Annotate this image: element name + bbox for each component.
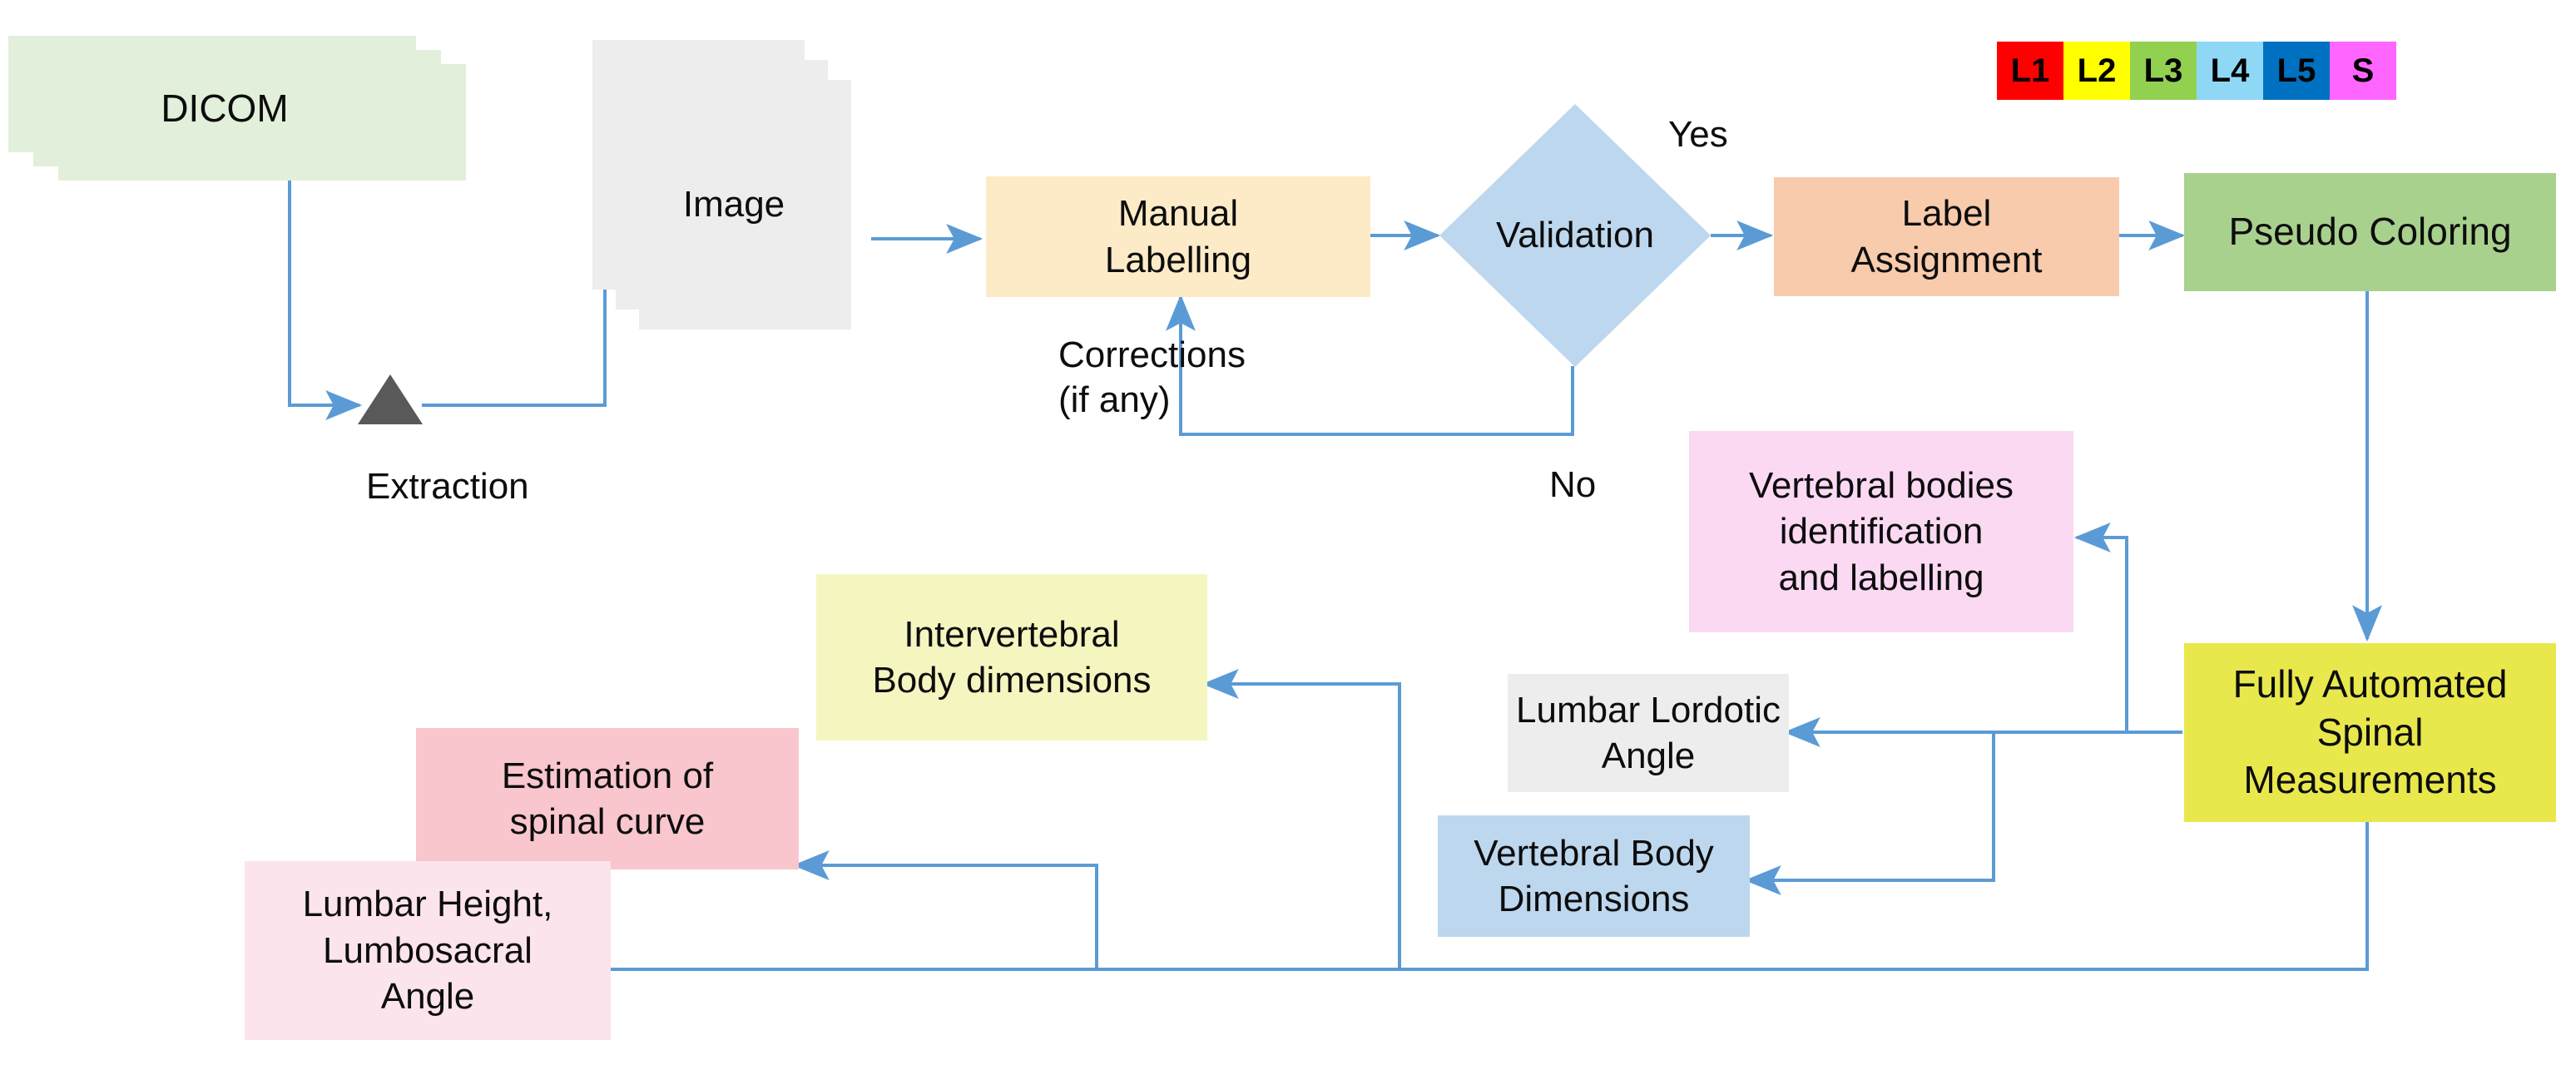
edge-rail-to-intervertebral-body-dimensions — [1201, 669, 1401, 969]
vertebral-bodies-label: Vertebral bodies identification and labe… — [1749, 464, 2014, 598]
legend-label-l2: L2 — [2077, 52, 2117, 89]
edge-label-yes: Yes — [1668, 114, 1728, 155]
manual-labelling-label: Manual Labelling — [1104, 193, 1252, 280]
lumbar-height-lumbosacral-angle-node[interactable]: Lumbar Height, Lumbosacral Angle — [245, 861, 611, 1040]
spinal-measurements-label: Fully Automated Spinal Measurements — [2232, 661, 2508, 802]
dicom-label: DICOM — [161, 86, 289, 130]
intervertebral-body-dimensions-node[interactable]: Intervertebral Body dimensions — [816, 574, 1207, 741]
estimation-spinal-curve-label: Estimation of spinal curve — [501, 755, 714, 842]
legend-label-l1: L1 — [2010, 52, 2050, 89]
estimation-spinal-curve-node[interactable]: Estimation of spinal curve — [416, 728, 799, 869]
image-label: Image — [682, 184, 785, 225]
vertebra-color-legend: L1 L2 L3 L4 L5 S — [1997, 42, 2396, 100]
dicom-sheet-front — [8, 36, 416, 152]
legend-cell-l2[interactable]: L2 — [2063, 42, 2130, 100]
legend-label-l5: L5 — [2276, 52, 2316, 89]
lumbar-lordotic-angle-label: Lumbar Lordotic Angle — [1516, 689, 1781, 776]
validation-label: Validation — [1496, 215, 1654, 256]
vertebral-body-dimensions-label: Vertebral Body Dimensions — [1474, 832, 1714, 919]
validation-diamond-shape — [1439, 104, 1711, 367]
edge-rail-to-estimation-spinal-curve — [792, 850, 1098, 969]
extraction-triangle-icon — [358, 374, 423, 424]
edge-label-no: No — [1549, 464, 1597, 505]
extraction-node[interactable] — [358, 374, 424, 426]
legend-cell-l3[interactable]: L3 — [2130, 42, 2197, 100]
edge-validation-no-to-manual-labelling — [1166, 294, 1574, 436]
dicom-node[interactable]: DICOM — [8, 36, 478, 181]
lumbar-lordotic-angle-node[interactable]: Lumbar Lordotic Angle — [1508, 674, 1789, 792]
legend-cell-l5[interactable]: L5 — [2263, 42, 2330, 100]
pseudo-coloring-label: Pseudo Coloring — [2228, 210, 2512, 254]
edge-dicom-to-extraction — [288, 180, 363, 420]
label-assignment-label: Label Assignment — [1850, 193, 2043, 280]
legend-label-l3: L3 — [2143, 52, 2183, 89]
edge-spinal-measurements-to-lumbar-height — [311, 822, 2369, 984]
edge-spinal-measurements-to-vertebral-bodies — [2073, 523, 2182, 734]
spinal-measurements-node[interactable]: Fully Automated Spinal Measurements — [2184, 643, 2556, 822]
lumbar-height-lumbosacral-angle-label: Lumbar Height, Lumbosacral Angle — [302, 884, 553, 1018]
manual-labelling-node[interactable]: Manual Labelling — [986, 176, 1370, 297]
image-node[interactable]: Image — [592, 40, 875, 335]
intervertebral-body-dimensions-label: Intervertebral Body dimensions — [872, 613, 1152, 701]
pseudo-coloring-node[interactable]: Pseudo Coloring — [2184, 173, 2556, 291]
vertebral-bodies-node[interactable]: Vertebral bodies identification and labe… — [1689, 431, 2073, 632]
legend-label-l4: L4 — [2210, 52, 2250, 89]
extraction-label: Extraction — [366, 466, 529, 507]
edge-spinal-measurements-to-vertebral-body-dimensions — [1744, 732, 1995, 895]
label-assignment-node[interactable]: Label Assignment — [1774, 177, 2119, 296]
image-sheet-front — [639, 80, 851, 329]
legend-label-s: S — [2351, 52, 2375, 89]
legend-cell-s[interactable]: S — [2330, 42, 2396, 100]
validation-node[interactable]: Validation — [1439, 104, 1711, 367]
legend-cell-l1[interactable]: L1 — [1997, 42, 2063, 100]
vertebral-body-dimensions-node[interactable]: Vertebral Body Dimensions — [1438, 815, 1750, 937]
edge-label-corrections: Corrections (if any) — [1058, 334, 1246, 420]
legend-cell-l4[interactable]: L4 — [2197, 42, 2263, 100]
